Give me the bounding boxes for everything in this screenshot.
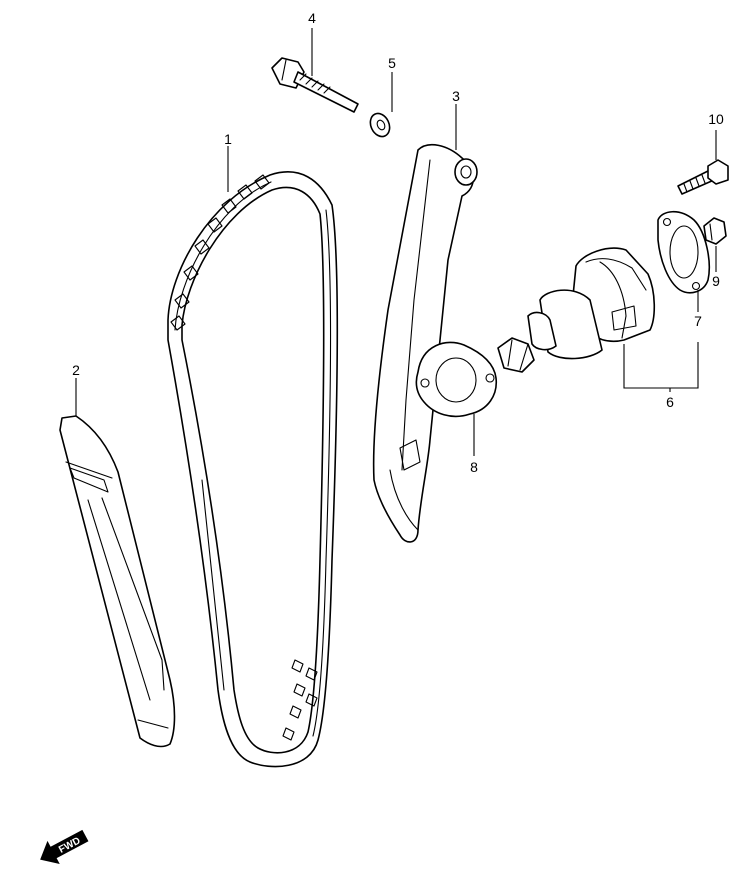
callout-5: 5 [388,55,396,71]
callout-labels: 1 2 3 4 5 6 7 8 9 10 [72,10,724,475]
mounting-bolt [677,159,729,195]
callout-6: 6 [666,394,674,410]
callout-10: 10 [708,111,724,127]
callout-1: 1 [224,131,232,147]
leader-lines [75,28,717,456]
callout-3: 3 [452,88,460,104]
washer [369,112,391,138]
chain-guide [59,415,176,748]
fwd-arrow-icon: FWD [40,829,89,865]
chain-tensioner-arm [372,143,478,543]
callout-8: 8 [470,459,478,475]
cap-nut [703,217,727,245]
tensioner-adjuster-assembly [497,247,656,373]
pivot-bolt [271,57,359,113]
leader-6 [623,342,699,389]
callout-7: 7 [694,313,702,329]
callout-2: 2 [72,362,80,378]
callout-9: 9 [712,273,720,289]
fwd-label: FWD [57,835,82,855]
adjuster-gasket [657,210,711,294]
cam-chain [167,171,339,768]
tensioner-gasket [415,341,497,418]
callout-4: 4 [308,10,316,26]
